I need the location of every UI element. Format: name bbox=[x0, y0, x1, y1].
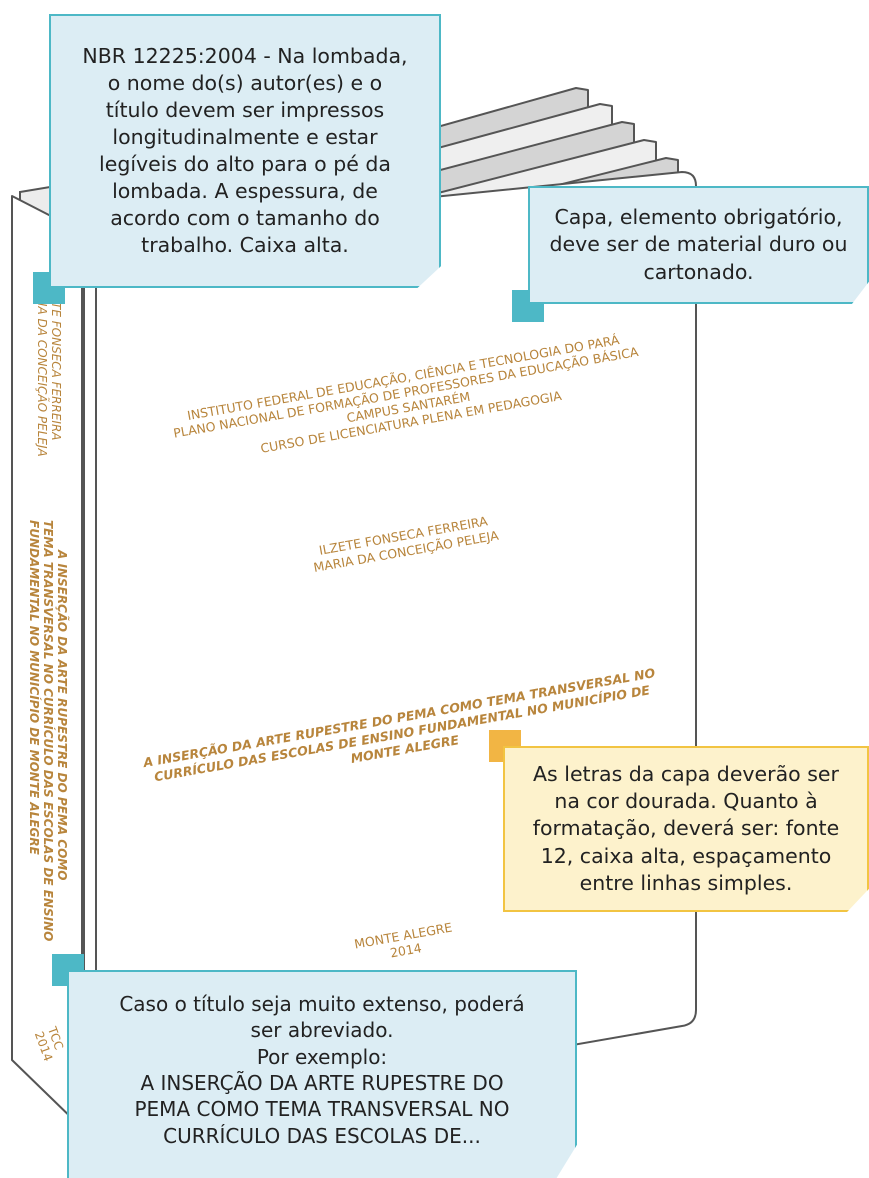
spine-title-line: A INSERÇÃO DA ARTE RUPESTRE DO PEMA COMO bbox=[55, 549, 70, 880]
spine-author-line: ILZETE FONSECA FERREIRA bbox=[49, 276, 63, 441]
spine-title-line: TEMA TRANSVERSAL NO CURRÍCULO DAS ESCOLA… bbox=[41, 520, 56, 941]
callout-nbr-text: NBR 12225:2004 - Na lombada, o nome do(s… bbox=[82, 43, 408, 258]
spine-text-group: ILZETE FONSECA FERREIRA MARIA DA CONCEIÇ… bbox=[27, 276, 70, 1063]
spine-author-line: MARIA DA CONCEIÇÃO PELEJA bbox=[35, 276, 50, 457]
callout-nbr-norm: NBR 12225:2004 - Na lombada, o nome do(s… bbox=[49, 14, 441, 288]
callout-gold-lettering: As letras da capa deverão ser na cor dou… bbox=[503, 746, 869, 912]
callout-abbreviation: Caso o título seja muito extenso, poderá… bbox=[67, 970, 577, 1178]
spine-title-line: FUNDAMENTAL NO MUNICÍPIO DE MONTE ALEGRE bbox=[27, 520, 42, 856]
cover-year: 2014 bbox=[389, 940, 423, 960]
callout-gold-text: As letras da capa deverão ser na cor dou… bbox=[532, 762, 840, 895]
callout-caso-text: Caso o título seja muito extenso, poderá… bbox=[119, 991, 525, 1148]
callout-capa-text: Capa, elemento obrigatório, deve ser de … bbox=[549, 205, 848, 284]
callout-cover-material: Capa, elemento obrigatório, deve ser de … bbox=[528, 186, 869, 304]
